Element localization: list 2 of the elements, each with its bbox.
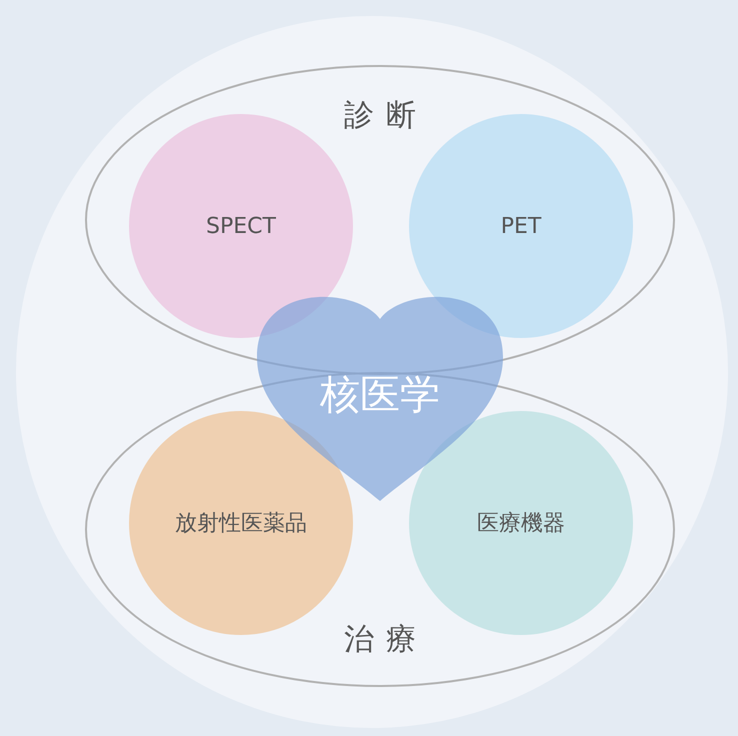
group-ellipse <box>85 65 675 375</box>
group-ellipse <box>85 372 675 687</box>
